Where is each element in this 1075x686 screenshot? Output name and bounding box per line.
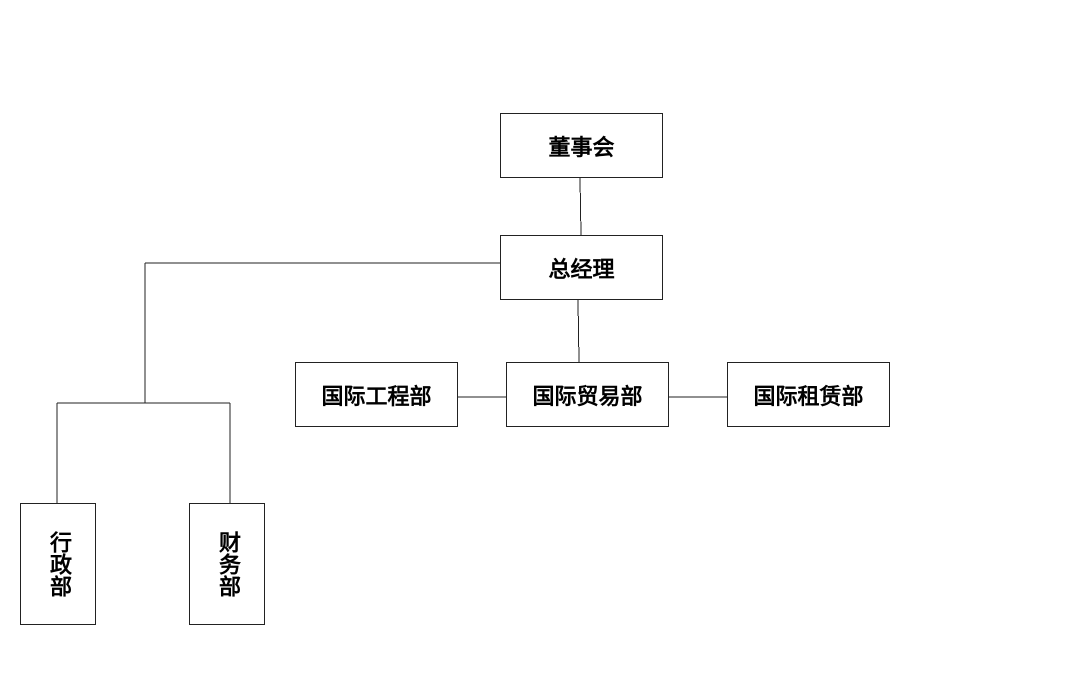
node-intl-trade: 国际贸易部 bbox=[506, 362, 669, 427]
connector-board-to-gm bbox=[579, 177, 582, 236]
node-intl-engineering: 国际工程部 bbox=[295, 362, 458, 427]
node-finance: 财务部 bbox=[189, 503, 265, 625]
connector-gm-to-trade bbox=[577, 299, 580, 363]
node-intl-leasing: 国际租赁部 bbox=[727, 362, 890, 427]
node-board: 董事会 bbox=[500, 113, 663, 178]
node-general-manager: 总经理 bbox=[500, 235, 663, 300]
node-administration: 行政部 bbox=[20, 503, 96, 625]
